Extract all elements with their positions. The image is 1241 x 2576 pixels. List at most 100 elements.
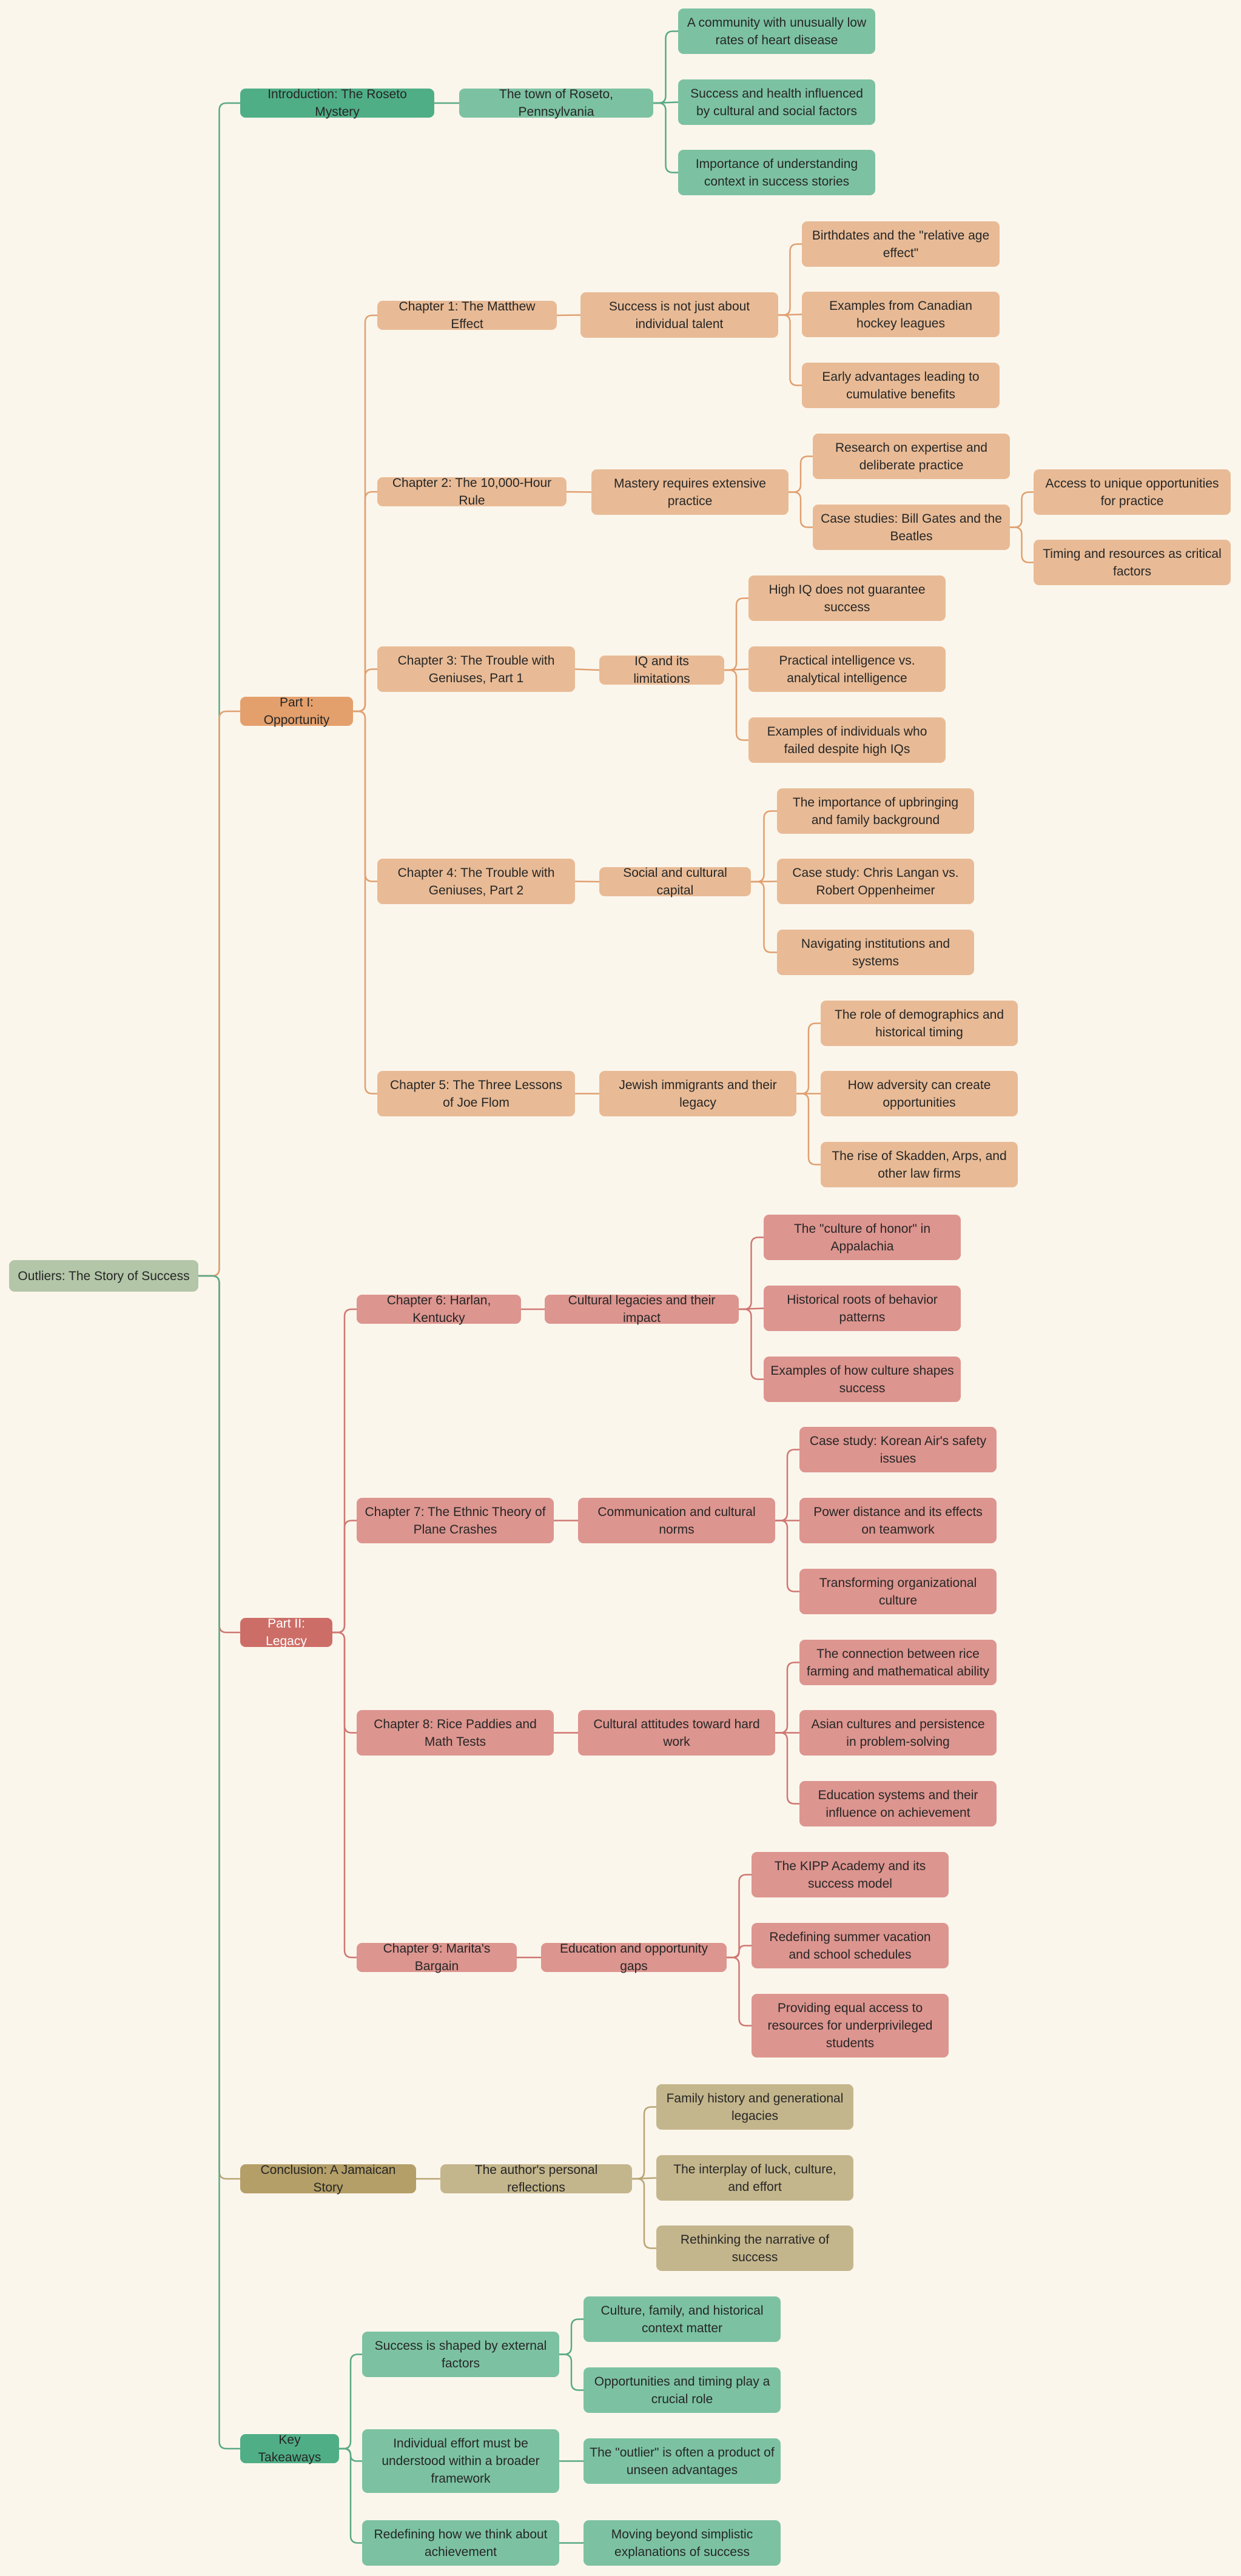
node-label: Introduction: The Roseto Mystery [267,87,407,119]
node-access-to-unique-opportunities-for-practice[interactable]: Access to unique opportunities for pract… [1034,469,1231,515]
node-social-and-cultural-capital[interactable]: Social and cultural capital [599,866,751,897]
root-node[interactable]: Outliers: The Story of Success [9,1260,198,1292]
node-jewish-immigrants-and-their-legacy[interactable]: Jewish immigrants and their legacy [599,1071,796,1116]
node-label: Education systems and their influence on… [818,1788,978,1820]
node-birthdates-and-the-relative-age-effect[interactable]: Birthdates and the "relative age effect" [802,221,1000,267]
node-label: Practical intelligence vs. analytical in… [779,653,915,685]
node-case-study-korean-air-s-safety-issues[interactable]: Case study: Korean Air's safety issues [799,1427,997,1472]
node-opportunities-and-timing-play-a-crucial-role[interactable]: Opportunities and timing play a crucial … [584,2367,781,2413]
node-the-interplay-of-luck-culture-and-effort[interactable]: The interplay of luck, culture, and effo… [656,2155,853,2201]
node-label: Mastery requires extensive practice [614,476,766,508]
node-examples-of-how-culture-shapes-success[interactable]: Examples of how culture shapes success [764,1357,961,1402]
node-the-culture-of-honor-in-appalachia[interactable]: The "culture of honor" in Appalachia [764,1215,961,1260]
node-part-i-opportunity[interactable]: Part I: Opportunity [240,696,353,727]
node-label: Key Takeaways [258,2433,321,2464]
node-chapter-6-harlan-kentucky[interactable]: Chapter 6: Harlan, Kentucky [357,1293,521,1325]
node-label: The connection between rice farming and … [806,1646,990,1679]
node-education-systems-and-their-influence-on-achieve[interactable]: Education systems and their influence on… [799,1781,997,1826]
node-examples-of-individuals-who-failed-despite-high-[interactable]: Examples of individuals who failed despi… [748,717,946,763]
node-family-history-and-generational-legacies[interactable]: Family history and generational legacies [656,2084,853,2130]
node-navigating-institutions-and-systems[interactable]: Navigating institutions and systems [777,930,974,975]
node-label: Social and cultural capital [623,866,727,897]
node-the-rise-of-skadden-arps-and-other-law-firms[interactable]: The rise of Skadden, Arps, and other law… [821,1142,1018,1187]
node-the-town-of-roseto-pennsylvania[interactable]: The town of Roseto, Pennsylvania [459,87,653,119]
node-early-advantages-leading-to-cumulative-benefits[interactable]: Early advantages leading to cumulative b… [802,363,1000,408]
node-chapter-5-the-three-lessons-of-joe-flom[interactable]: Chapter 5: The Three Lessons of Joe Flom [377,1071,575,1116]
node-moving-beyond-simplistic-explanations-of-success[interactable]: Moving beyond simplistic explanations of… [584,2520,781,2566]
node-label: Historical roots of behavior patterns [787,1292,938,1324]
connector-line [789,491,813,528]
node-power-distance-and-its-effects-on-teamwork[interactable]: Power distance and its effects on teamwo… [799,1498,997,1543]
node-the-kipp-academy-and-its-success-model[interactable]: The KIPP Academy and its success model [752,1852,949,1897]
node-label: Moving beyond simplistic explanations of… [611,2527,753,2559]
node-chapter-7-the-ethnic-theory-of-plane-crashes[interactable]: Chapter 7: The Ethnic Theory of Plane Cr… [357,1498,554,1543]
node-the-connection-between-rice-farming-and-mathemat[interactable]: The connection between rice farming and … [799,1640,997,1685]
node-label: Culture, family, and historical context … [600,2303,764,2335]
node-practical-intelligence-vs-analytical-intelligenc[interactable]: Practical intelligence vs. analytical in… [748,646,946,692]
node-transforming-organizational-culture[interactable]: Transforming organizational culture [799,1569,997,1614]
node-label: Chapter 7: The Ethnic Theory of Plane Cr… [365,1504,546,1537]
connector-line [727,1945,752,1959]
node-timing-and-resources-as-critical-factors[interactable]: Timing and resources as critical factors [1034,540,1231,585]
node-the-role-of-demographics-and-historical-timing[interactable]: The role of demographics and historical … [821,1001,1018,1046]
node-redefining-summer-vacation-and-school-schedules[interactable]: Redefining summer vacation and school sc… [752,1923,949,1968]
node-a-community-with-unusually-low-rates-of-heart-di[interactable]: A community with unusually low rates of … [678,8,875,54]
node-the-importance-of-upbringing-and-family-backgrou[interactable]: The importance of upbringing and family … [777,788,974,834]
node-label: Birthdates and the "relative age effect" [812,228,990,260]
node-chapter-8-rice-paddies-and-math-tests[interactable]: Chapter 8: Rice Paddies and Math Tests [357,1710,554,1756]
node-chapter-4-the-trouble-with-geniuses-part-2[interactable]: Chapter 4: The Trouble with Geniuses, Pa… [377,859,575,904]
node-label: Transforming organizational culture [819,1575,977,1608]
node-individual-effort-must-be-understood-within-a-br[interactable]: Individual effort must be understood wit… [362,2429,559,2493]
node-culture-family-and-historical-context-matter[interactable]: Culture, family, and historical context … [584,2296,781,2342]
node-part-ii-legacy[interactable]: Part II: Legacy [240,1617,332,1648]
node-label: Asian cultures and persistence in proble… [811,1717,985,1749]
node-label: Family history and generational legacies [666,2091,844,2123]
node-label: Redefining summer vacation and school sc… [769,1930,931,1962]
node-label: The interplay of luck, culture, and effo… [673,2162,836,2194]
node-rethinking-the-narrative-of-success[interactable]: Rethinking the narrative of success [656,2225,853,2271]
node-success-is-not-just-about-individual-talent[interactable]: Success is not just about individual tal… [580,292,778,338]
node-introduction-the-roseto-mystery[interactable]: Introduction: The Roseto Mystery [240,87,434,119]
node-label: Opportunities and timing play a crucial … [594,2374,770,2406]
connector-line [559,2353,584,2391]
node-high-iq-does-not-guarantee-success[interactable]: High IQ does not guarantee success [748,575,946,621]
node-key-takeaways[interactable]: Key Takeaways [240,2433,339,2464]
node-label: Examples of how culture shapes success [770,1363,954,1395]
node-research-on-expertise-and-deliberate-practice[interactable]: Research on expertise and deliberate pra… [813,434,1010,479]
node-redefining-how-we-think-about-achievement[interactable]: Redefining how we think about achievemen… [362,2520,559,2566]
node-cultural-attitudes-toward-hard-work[interactable]: Cultural attitudes toward hard work [578,1710,775,1756]
node-label: Examples from Canadian hockey leagues [829,298,972,330]
node-iq-and-its-limitations[interactable]: IQ and its limitations [599,654,724,686]
node-cultural-legacies-and-their-impact[interactable]: Cultural legacies and their impact [545,1293,739,1325]
node-label: The role of demographics and historical … [835,1007,1004,1039]
node-chapter-3-the-trouble-with-geniuses-part-1[interactable]: Chapter 3: The Trouble with Geniuses, Pa… [377,646,575,692]
node-label: Timing and resources as critical factors [1043,546,1222,579]
node-mastery-requires-extensive-practice[interactable]: Mastery requires extensive practice [591,469,789,515]
connector-line [724,669,748,741]
node-chapter-9-marita-s-bargain[interactable]: Chapter 9: Marita's Bargain [357,1942,517,1973]
node-historical-roots-of-behavior-patterns[interactable]: Historical roots of behavior patterns [764,1286,961,1331]
node-the-outlier-is-often-a-product-of-unseen-advanta[interactable]: The "outlier" is often a product of unse… [584,2438,781,2484]
node-label: Jewish immigrants and their legacy [619,1078,777,1110]
node-chapter-2-the-10-000-hour-rule[interactable]: Chapter 2: The 10,000-Hour Rule [377,476,567,508]
node-communication-and-cultural-norms[interactable]: Communication and cultural norms [578,1498,775,1543]
node-chapter-1-the-matthew-effect[interactable]: Chapter 1: The Matthew Effect [377,300,557,331]
node-label: Success is shaped by external factors [374,2338,547,2370]
node-the-author-s-personal-reflections[interactable]: The author's personal reflections [440,2163,632,2195]
node-examples-from-canadian-hockey-leagues[interactable]: Examples from Canadian hockey leagues [802,292,1000,337]
node-importance-of-understanding-context-in-success-s[interactable]: Importance of understanding context in s… [678,150,875,195]
node-success-is-shaped-by-external-factors[interactable]: Success is shaped by external factors [362,2332,559,2377]
node-success-and-health-influenced-by-cultural-and-so[interactable]: Success and health influenced by cultura… [678,79,875,125]
node-conclusion-a-jamaican-story[interactable]: Conclusion: A Jamaican Story [240,2163,416,2195]
node-label: Early advantages leading to cumulative b… [822,369,980,401]
node-providing-equal-access-to-resources-for-underpri[interactable]: Providing equal access to resources for … [752,1994,949,2058]
node-education-and-opportunity-gaps[interactable]: Education and opportunity gaps [541,1942,727,1973]
node-how-adversity-can-create-opportunities[interactable]: How adversity can create opportunities [821,1071,1018,1116]
node-asian-cultures-and-persistence-in-problem-solvin[interactable]: Asian cultures and persistence in proble… [799,1710,997,1756]
node-case-study-chris-langan-vs-robert-oppenheimer[interactable]: Case study: Chris Langan vs. Robert Oppe… [777,859,974,904]
node-label: Redefining how we think about achievemen… [374,2527,548,2559]
node-case-studies-bill-gates-and-the-beatles[interactable]: Case studies: Bill Gates and the Beatles [813,505,1010,550]
node-label: The "culture of honor" in Appalachia [793,1221,931,1253]
